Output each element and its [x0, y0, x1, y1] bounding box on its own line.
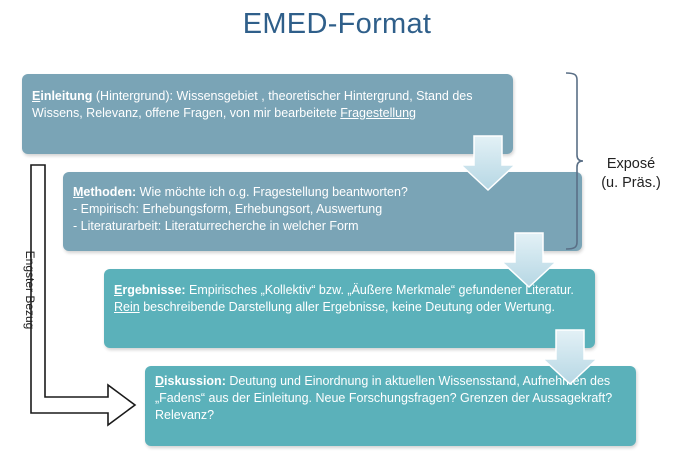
box-einleitung: Einleitung (Hintergrund): Wissensgebiet …: [22, 74, 513, 154]
einleitung-underlined: Fragestellung: [340, 106, 417, 120]
expose-label: Exposé (u. Präs.): [586, 155, 674, 193]
page-title: EMED-Format: [242, 8, 432, 40]
diskussion-initial: D: [155, 374, 165, 388]
diskussion-text: Deutung und Einordnung in aktuellen Wiss…: [155, 374, 613, 422]
methoden-heading-rest: ethoden:: [83, 185, 137, 199]
methoden-line-3: - Literaturarbeit: Literaturrecherche in…: [73, 219, 359, 233]
ergebnisse-text-after: beschreibende Darstellung aller Ergebnis…: [139, 300, 556, 314]
engster-bezug-label: Engster Bezug: [23, 250, 37, 330]
einleitung-text: Wissensgebiet , theoretischer Hintergrun…: [32, 89, 473, 120]
ergebnisse-heading-rest: rgebnisse:: [122, 283, 186, 297]
box-diskussion: Diskussion: Deutung und Einordnung in ak…: [145, 366, 636, 446]
einleitung-heading-rest: inleitung: [40, 89, 93, 103]
einleitung-heading: Einleitung: [32, 89, 92, 103]
box-methoden: Methoden: Wie möchte ich o.g. Fragestell…: [63, 172, 582, 251]
methoden-line-1: Methoden: Wie möchte ich o.g. Fragestell…: [73, 184, 572, 201]
methoden-line1-text: Wie möchte ich o.g. Fragestellung beantw…: [136, 185, 408, 199]
methoden-line-2: - Empirisch: Erhebungsform, Erhebungsort…: [73, 202, 383, 216]
box-ergebnisse: Ergebnisse: Empirisches „Kollektiv“ bzw.…: [104, 269, 595, 348]
ergebnisse-text: Empirisches „Kollektiv“ bzw. „Äußere Mer…: [185, 283, 574, 297]
expose-label-line-2: (u. Präs.): [601, 175, 661, 191]
einleitung-heading-suffix: (Hintergrund):: [92, 89, 174, 103]
methoden-initial: M: [73, 185, 84, 199]
diskussion-heading-rest: iskussion:: [164, 374, 226, 388]
ergebnisse-underlined: Rein: [114, 300, 140, 314]
expose-label-line-1: Exposé: [606, 156, 656, 172]
einleitung-initial: E: [32, 89, 41, 103]
